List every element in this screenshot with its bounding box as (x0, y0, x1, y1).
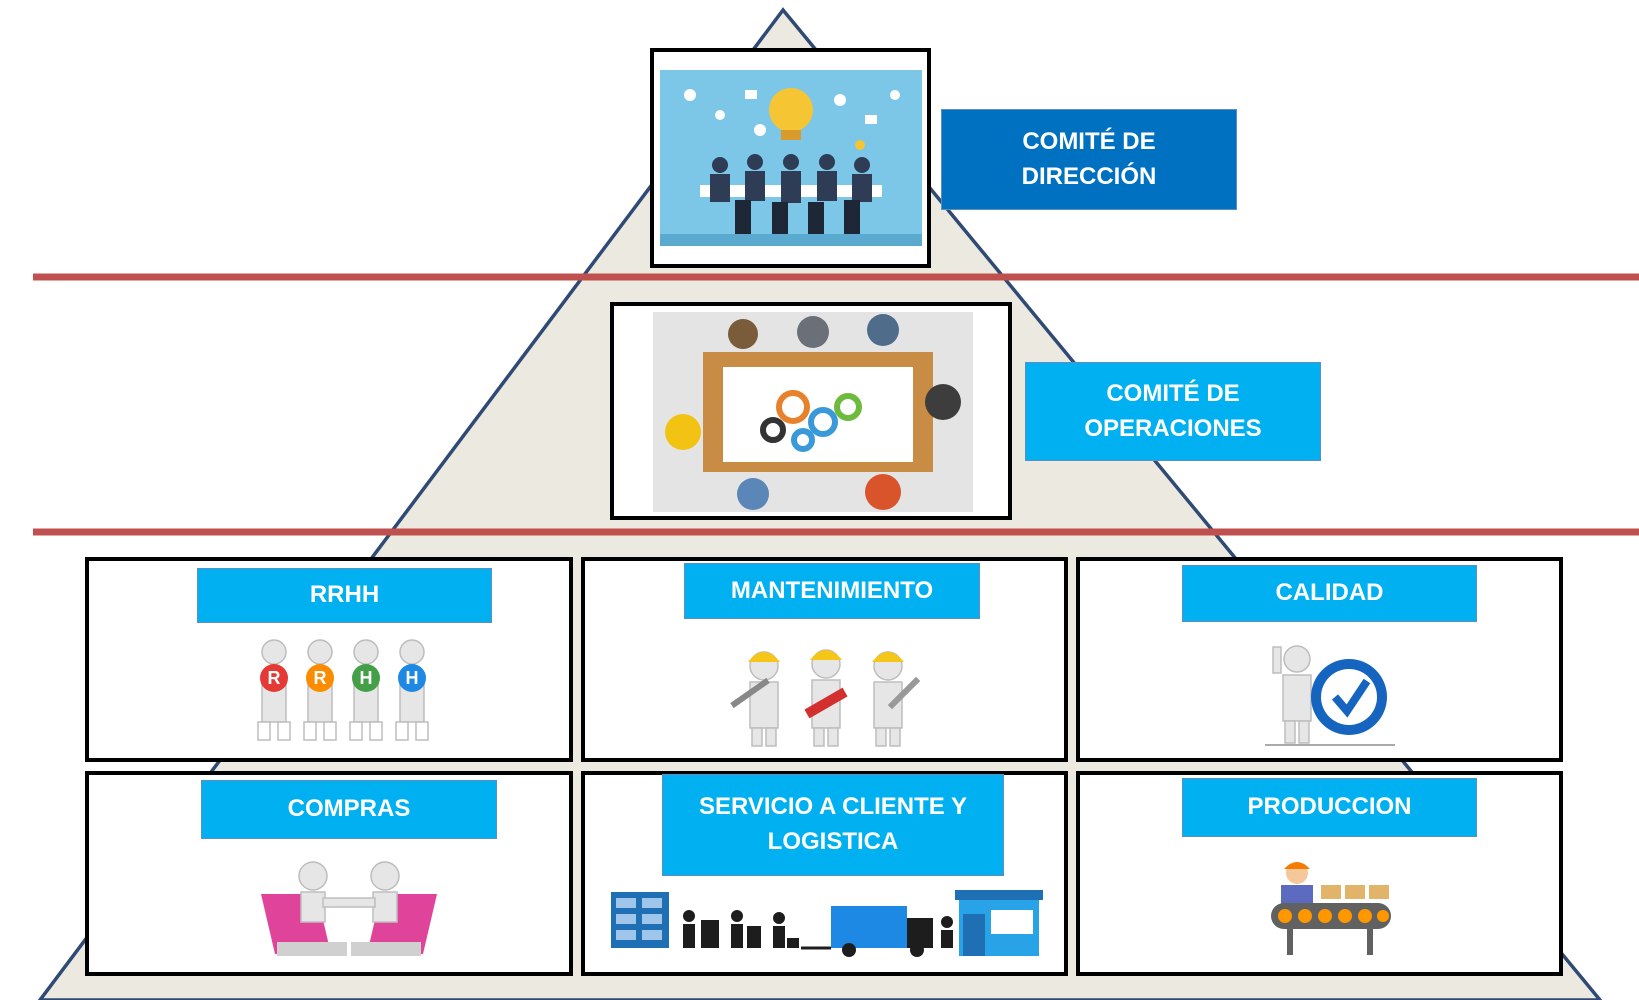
direction-committee-label: COMITÉ DE DIRECCIÓN (941, 109, 1237, 210)
operations-image-frame (610, 302, 1012, 520)
department-label-quality: CALIDAD (1182, 565, 1477, 622)
department-label-purchasing: COMPRAS (201, 780, 497, 839)
department-label-maintenance: MANTENIMIENTO (684, 563, 980, 619)
svg-text:R: R (314, 668, 327, 688)
team-meeting-ideas-illustration (660, 70, 922, 246)
logistics-chain-icon (611, 890, 1043, 957)
quality-guarantee-icon (1265, 645, 1395, 746)
direction-image-frame (650, 48, 931, 268)
svg-text:H: H (360, 668, 373, 688)
operations-committee-label: COMITÉ DE OPERACIONES (1025, 362, 1321, 461)
maintenance-workers-icon (730, 649, 921, 747)
production-conveyor-icon (1271, 862, 1391, 955)
svg-text:H: H (406, 668, 419, 688)
department-label-rrhh: RRHH (197, 568, 492, 623)
handshake-laptops-icon (261, 861, 437, 956)
department-label-production: PRODUCCION (1182, 778, 1477, 837)
team-gears-table-photo (653, 312, 973, 512)
svg-text:R: R (268, 668, 281, 688)
department-label-logistics: SERVICIO A CLIENTE Y LOGISTICA (662, 774, 1004, 876)
